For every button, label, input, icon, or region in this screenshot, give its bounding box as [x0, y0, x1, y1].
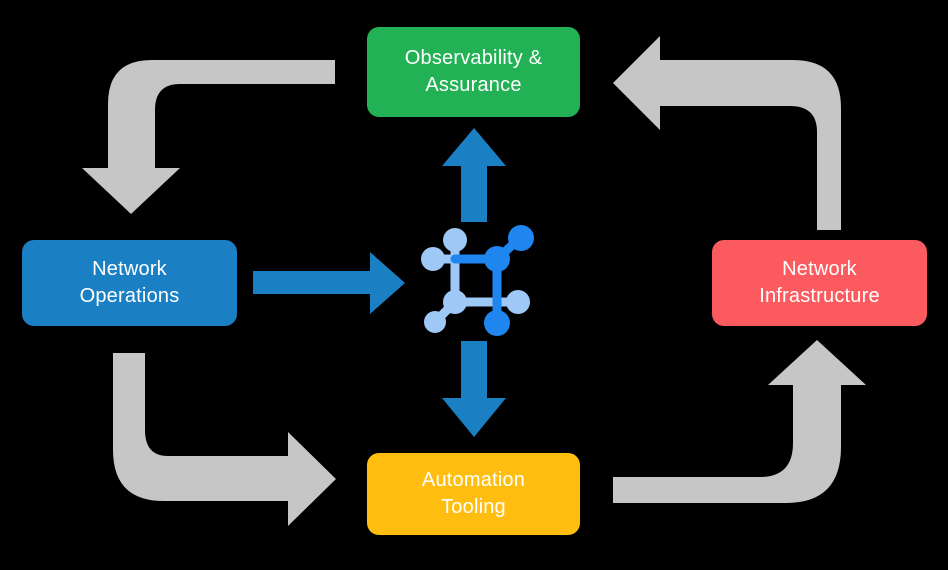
box-observability-assurance-label: Observability & Assurance [404, 47, 543, 96]
box-network-infrastructure[interactable]: Network Infrastructure [712, 240, 927, 326]
box-observability-assurance[interactable]: Observability & Assurance [367, 27, 580, 117]
arrow-center-to-observability [442, 128, 506, 222]
topology-nodes-primary [484, 225, 534, 336]
network-topology-icon [421, 225, 534, 336]
box-automation-tooling[interactable]: Automation Tooling [367, 453, 580, 535]
box-network-operations[interactable]: Network Operations [22, 240, 237, 326]
arrow-network-operations-to-center [253, 252, 405, 314]
arrow-automation-tooling-to-network-infrastructure [613, 340, 866, 503]
arrow-network-infrastructure-to-observability [613, 36, 841, 230]
arrow-network-operations-to-automation-tooling [113, 353, 336, 526]
arrow-center-to-automation-tooling [442, 341, 506, 437]
topology-nodes-secondary [421, 228, 530, 333]
box-network-operations-label: Network Operations [79, 258, 180, 307]
arrow-observability-to-network-operations [82, 60, 335, 214]
box-network-infrastructure-label: Network Infrastructure [759, 258, 880, 307]
box-automation-tooling-label: Automation Tooling [421, 469, 526, 518]
